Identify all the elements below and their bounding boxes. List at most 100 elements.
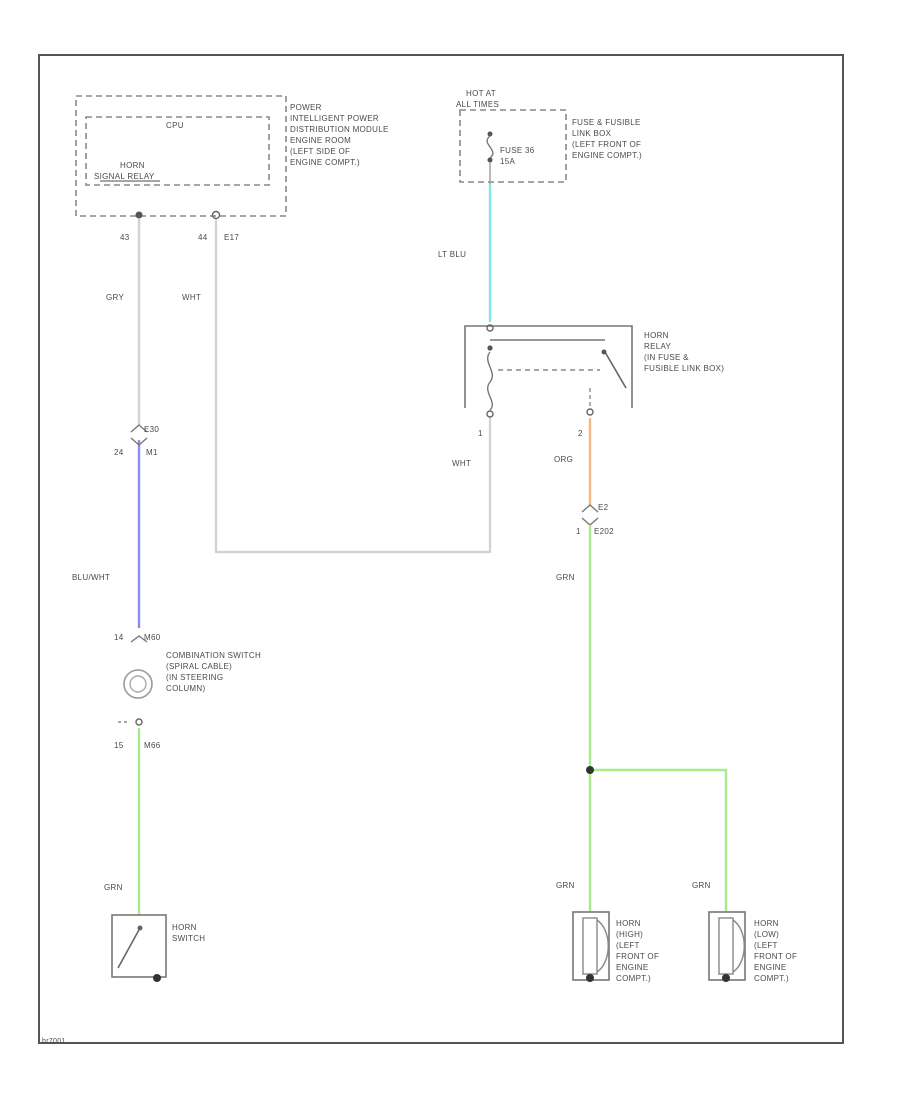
ipdm-name-line-1: POWER <box>290 103 322 112</box>
horn-relay-frame <box>464 325 633 408</box>
combo-terminal-bottom <box>135 718 143 726</box>
ipdm-outer-box <box>75 95 287 217</box>
relay-contact-blade <box>604 351 627 389</box>
relay-contact-point <box>601 349 607 355</box>
fuse-box-name-1: FUSE & FUSIBLE <box>572 118 641 127</box>
horn-high-name-6: COMPT.) <box>616 974 651 983</box>
horn-high-name-1: HORN <box>616 919 641 928</box>
wire-label-wht-relay: WHT <box>452 459 472 468</box>
ipdm-relay-label-2: SIGNAL RELAY <box>94 172 155 181</box>
diagram-frame <box>38 54 844 1044</box>
fuse-terminal-top <box>487 131 493 137</box>
horn-relay-pin-1: 1 <box>478 429 483 438</box>
combo-pin-24: 24 <box>114 448 124 457</box>
hot-at-line-2: ALL TIMES <box>456 100 500 109</box>
horn-low-symbol <box>708 911 746 982</box>
ipdm-pin-44: 44 <box>198 233 208 242</box>
fuse-label-2: 15A <box>500 157 516 166</box>
fuse-box-name-2: LINK BOX <box>572 129 612 138</box>
horn-switch-name-1: HORN <box>172 923 197 932</box>
relay-coil <box>487 351 493 411</box>
connector-m1-mark <box>130 437 148 446</box>
horn-switch-contact <box>137 925 143 931</box>
horn-relay-pin-2: 2 <box>578 429 583 438</box>
combo-pin-15: 15 <box>114 741 124 750</box>
relay-terminal-2 <box>586 408 594 416</box>
wire-label-grn-trunk: GRN <box>556 573 575 582</box>
ipdm-relay-label-1: HORN <box>120 161 145 170</box>
combo-conn-m66: M66 <box>144 741 161 750</box>
fuse-box-dashed <box>459 109 567 183</box>
diagram-code: hr7001 <box>42 1038 66 1045</box>
combo-conn-m60: M60 <box>144 633 161 642</box>
wire-label-org: ORG <box>554 455 574 464</box>
ipdm-name-line-2: INTELLIGENT POWER <box>290 114 379 123</box>
horn-switch-ground <box>153 974 161 982</box>
combo-top-mark <box>130 635 148 643</box>
combination-switch-spiral <box>123 669 153 699</box>
horn-relay-name-2: RELAY <box>644 342 672 351</box>
combo-name-line-2: (SPIRAL CABLE) <box>166 662 233 671</box>
horn-switch-name-2: SWITCH <box>172 934 206 943</box>
wire-label-lt-blu: LT BLU <box>438 250 467 259</box>
hot-at-line-1: HOT AT <box>466 89 496 98</box>
ipdm-name-line-5: (LEFT SIDE OF <box>290 147 351 156</box>
wire-label-grn-switch: GRN <box>104 883 123 892</box>
combo-conn-m1: M1 <box>146 448 158 457</box>
wire-wht-loop <box>214 219 492 554</box>
connector-e30-mark <box>130 424 148 433</box>
wire-label-grn-low: GRN <box>692 881 711 890</box>
ipdm-name-line-3: DISTRIBUTION MODULE <box>290 125 389 134</box>
wire-label-blu-wht: BLU/WHT <box>72 573 111 582</box>
fuse-terminal-bottom <box>487 157 493 163</box>
horn-conn-e202: E202 <box>594 527 614 536</box>
horn-high-name-4: FRONT OF <box>616 952 660 961</box>
connector-e2-mark <box>581 504 599 513</box>
combo-pin-14: 14 <box>114 633 124 642</box>
fuse-box-name-3: (LEFT FRONT OF <box>572 140 642 149</box>
horn-high-symbol <box>572 911 610 982</box>
fuse-box-name-4: ENGINE COMPT.) <box>572 151 642 160</box>
ipdm-terminal-43 <box>135 211 143 219</box>
relay-terminal-1 <box>486 410 494 418</box>
horn-low-name-1: HORN <box>754 919 779 928</box>
ipdm-conn-e17: E17 <box>224 233 240 242</box>
horn-relay-name-1: HORN <box>644 331 669 340</box>
horn-high-name-5: ENGINE <box>616 963 649 972</box>
splice-point <box>586 766 594 774</box>
horn-low-name-5: ENGINE <box>754 963 787 972</box>
horn-relay-name-3: (IN FUSE & <box>644 353 689 362</box>
horn-low-name-4: FRONT OF <box>754 952 798 961</box>
wire-label-gry: GRY <box>106 293 125 302</box>
combo-name-line-1: COMBINATION SWITCH <box>166 651 262 660</box>
horn-low-name-6: COMPT.) <box>754 974 789 983</box>
combo-name-line-4: COLUMN) <box>166 684 206 693</box>
wire-label-wht-ipdm: WHT <box>182 293 202 302</box>
relay-terminal-top <box>486 324 494 332</box>
combo-name-line-3: (IN STEERING <box>166 673 224 682</box>
horn-switch-box <box>111 914 167 978</box>
ipdm-terminal-44 <box>211 210 221 220</box>
fuse-label-1: FUSE 36 <box>500 146 535 155</box>
horn-switch-blade <box>117 927 141 969</box>
horn-conn-e2: E2 <box>598 503 609 512</box>
connector-e202-mark <box>581 517 599 526</box>
ipdm-cpu-box <box>85 116 270 186</box>
wire-label-grn-high: GRN <box>556 881 575 890</box>
combo-conn-e30: E30 <box>144 425 160 434</box>
ipdm-pin-43: 43 <box>120 233 130 242</box>
relay-terminal-mid <box>487 345 493 351</box>
horn-pin-1: 1 <box>576 527 581 536</box>
horn-high-name-2: (HIGH) <box>616 930 644 939</box>
ipdm-name-line-6: ENGINE COMPT.) <box>290 158 360 167</box>
combination-switch-spiral-inner <box>129 675 147 693</box>
ipdm-name-line-4: ENGINE ROOM <box>290 136 352 145</box>
ipdm-cpu-label: CPU <box>166 121 184 130</box>
horn-low-name-3: (LEFT <box>754 941 778 950</box>
wire-grn-branch-low <box>590 768 728 912</box>
horn-high-name-3: (LEFT <box>616 941 640 950</box>
fuse-element <box>486 135 494 159</box>
horn-low-name-2: (LOW) <box>754 930 780 939</box>
horn-relay-name-4: FUSIBLE LINK BOX) <box>644 364 725 373</box>
